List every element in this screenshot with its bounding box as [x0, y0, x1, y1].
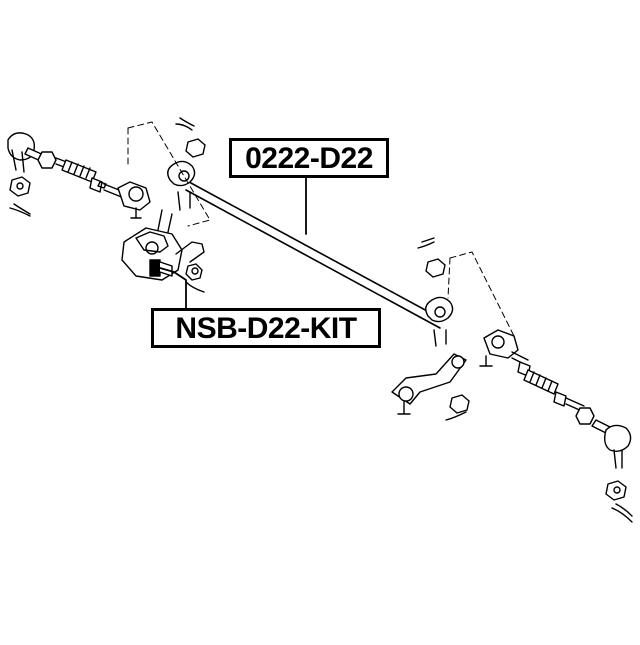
part-number-label-bushing-kit: NSB-D22-KIT: [151, 308, 381, 348]
leader-line-bushing-kit: [159, 267, 187, 309]
part-number-label-tie-rod: 0222-D22: [229, 138, 389, 178]
idler-arm: [391, 353, 470, 421]
pitman-arm-bushing: [121, 209, 205, 293]
frame-guide-lines: [127, 121, 515, 343]
leader-lines: [159, 177, 307, 309]
center-tie-rod: [167, 117, 454, 347]
left-tie-rod-assembly: [7, 132, 151, 219]
right-tie-rod-assembly: [479, 329, 633, 523]
